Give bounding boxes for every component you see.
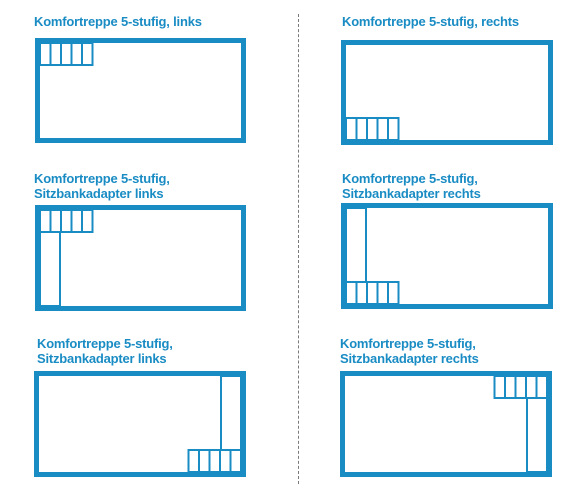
diagram-4-pool xyxy=(341,203,553,309)
diagram-4-title-line-1: Komfortreppe 5-stufig, xyxy=(342,171,478,186)
bench-adapter xyxy=(345,207,367,283)
diagram-4-title: Komfortreppe 5-stufig, Sitzbankadapter r… xyxy=(342,171,481,201)
stair-step xyxy=(49,42,62,66)
stair-step xyxy=(208,449,221,473)
stair-step xyxy=(81,42,94,66)
stair-step xyxy=(187,449,200,473)
diagram-1-title: Komfortreppe 5-stufig, links xyxy=(34,14,202,29)
stair-step xyxy=(70,209,83,233)
stair-step xyxy=(366,117,379,141)
pool-interior xyxy=(39,42,94,66)
bench-adapter xyxy=(220,375,242,451)
diagram-3-pool xyxy=(35,205,246,311)
diagram-5-title: Komfortreppe 5-stufig, Sitzbankadapter l… xyxy=(37,336,173,366)
stair-step xyxy=(355,117,368,141)
stair-step xyxy=(366,281,379,305)
diagram-6-pool xyxy=(340,371,552,477)
diagram-6-title-line-1: Komfortreppe 5-stufig, xyxy=(340,336,476,351)
diagram-1-pool xyxy=(35,38,246,143)
stair-step xyxy=(229,449,242,473)
stair-step xyxy=(387,281,400,305)
bench-adapter xyxy=(526,397,548,473)
stair-step xyxy=(60,209,73,233)
stair-step xyxy=(387,117,400,141)
stair-step xyxy=(525,375,538,399)
stair-step xyxy=(345,281,358,305)
pool-interior xyxy=(493,375,548,473)
diagram-5-title-line-2: Sitzbankadapter links xyxy=(37,351,167,366)
divider-line xyxy=(298,14,299,484)
diagram-5-pool xyxy=(34,371,246,477)
stair-step xyxy=(49,209,62,233)
pool-interior xyxy=(345,117,400,141)
stair-step xyxy=(514,375,527,399)
stair-step xyxy=(535,375,548,399)
stair-step xyxy=(345,117,358,141)
stair-step xyxy=(219,449,232,473)
pool-interior xyxy=(39,209,94,307)
diagram-1-title-line-1: Komfortreppe 5-stufig, links xyxy=(34,14,202,29)
stair-step xyxy=(70,42,83,66)
diagram-6-title: Komfortreppe 5-stufig, Sitzbankadapter r… xyxy=(340,336,479,366)
diagram-2-pool xyxy=(341,40,553,145)
pool-interior xyxy=(345,207,400,305)
diagram-4-title-line-2: Sitzbankadapter rechts xyxy=(342,186,481,201)
diagram-2-title-line-1: Komfortreppe 5-stufig, rechts xyxy=(342,14,519,29)
diagram-2-title: Komfortreppe 5-stufig, rechts xyxy=(342,14,519,29)
diagram-3-title: Komfortreppe 5-stufig, Sitzbankadapter l… xyxy=(34,171,170,201)
stair-step xyxy=(39,209,52,233)
stair-step xyxy=(376,281,389,305)
diagram-3-title-line-1: Komfortreppe 5-stufig, xyxy=(34,171,170,186)
diagram-6-title-line-2: Sitzbankadapter rechts xyxy=(340,351,479,366)
stair-step xyxy=(81,209,94,233)
diagram-5-title-line-1: Komfortreppe 5-stufig, xyxy=(37,336,173,351)
stair-step xyxy=(355,281,368,305)
stair-step xyxy=(39,42,52,66)
stair-step xyxy=(504,375,517,399)
stair-step xyxy=(493,375,506,399)
pool-interior xyxy=(187,375,242,473)
bench-adapter xyxy=(39,231,61,307)
stair-step xyxy=(60,42,73,66)
stair-step xyxy=(198,449,211,473)
stair-step xyxy=(376,117,389,141)
diagram-3-title-line-2: Sitzbankadapter links xyxy=(34,186,164,201)
